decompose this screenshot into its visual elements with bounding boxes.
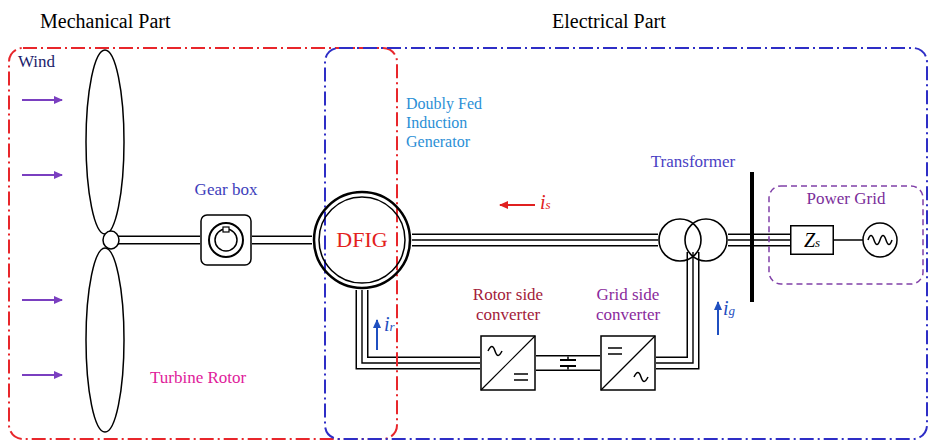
connector-line [252,236,312,245]
shaft [112,236,200,245]
ac-symbol [488,347,502,356]
grid-wire [834,239,863,241]
bus-bar [750,172,754,302]
hub [103,231,119,249]
generator-circle: DFIGDoubly Fed Induction Generator [312,190,412,290]
dc-link-capacitor [560,357,576,370]
wind-arrow [22,299,62,301]
gear-key [223,227,229,232]
connector-line [536,355,600,371]
connector [362,290,480,363]
converter-label: Rotor side converter [458,285,558,324]
sine-symbol [868,236,892,245]
connector-line [536,357,600,370]
gearbox: Gear box [200,214,252,266]
connector-line [362,290,480,363]
connector-line [362,290,480,363]
grid-source [834,223,897,257]
turbine-label: Turbine Rotor [150,368,246,388]
transformer-shape [658,218,728,262]
connector [536,363,600,364]
current-arrow [376,320,378,350]
converter-label: Grid side converter [578,285,678,324]
connector-line [656,262,693,363]
region-outline [325,48,927,439]
region-title: Mechanical Part [40,10,171,33]
connector-line [412,234,658,247]
shaft [112,237,200,243]
converter-box-shape [480,335,536,391]
impedance-outline [791,226,834,255]
wind-arrow [22,174,62,176]
connector-line [728,239,790,240]
converter-diagonal [481,336,535,390]
generator-outline [319,197,405,283]
current-label: ir [384,314,395,334]
dc-symbol [514,379,528,381]
transformer-label: Transformer [651,152,735,172]
grid-label: Power Grid [807,189,886,209]
gearbox-shape [200,214,252,266]
impedance-label: Zs [804,230,820,250]
connector [412,240,658,241]
connector-line [362,290,480,363]
capacitor-plate [560,359,576,361]
dc-symbol [608,347,622,349]
gearbox-label: Gear box [195,180,258,200]
current-label: is [540,192,551,212]
power-grid-box: Power GridZs [768,185,924,285]
transformer-winding [685,219,727,261]
blade [86,248,124,432]
current-arrow [500,204,535,206]
generator-name: DFIG [336,227,387,252]
capacitor-lead [567,366,569,370]
grid-outline [769,186,923,284]
wind-label: Wind [18,52,55,72]
current-arrow [717,302,719,335]
wind-arrow [22,374,62,376]
wind-arrow [22,99,62,101]
current-label: ig [723,298,735,318]
blade [86,50,124,234]
connector-line [252,237,312,243]
impedance-box: Zs [790,225,834,255]
connector-line [728,235,790,245]
dc-symbol [514,373,528,375]
ac-source-symbol [863,223,897,257]
transformer: Transformer [658,218,728,262]
converter-box-shape [600,335,656,391]
generator-outline [314,192,410,288]
wind-arrows [22,100,62,375]
transformer-winding [659,219,701,261]
converter-box: Grid side converter [600,335,656,391]
connector-line [656,262,693,363]
converter-outline [481,336,535,390]
converter-box: Rotor side converter [480,335,536,391]
region-title: Electrical Part [552,10,666,33]
connector-line [656,262,693,363]
connector-line [412,235,658,245]
connector [656,262,693,363]
connector [252,240,312,241]
connector [728,240,790,241]
dc-symbol [608,353,622,355]
region-outline [9,48,397,439]
converter-diagonal [601,336,655,390]
ac-symbol [634,373,648,382]
generator-label: Doubly Fed Induction Generator [406,94,510,152]
connector-line [728,234,790,247]
converter-outline [601,336,655,390]
gear-symbol [209,223,243,257]
gearbox-outline [201,215,251,265]
connector-line [412,239,658,240]
